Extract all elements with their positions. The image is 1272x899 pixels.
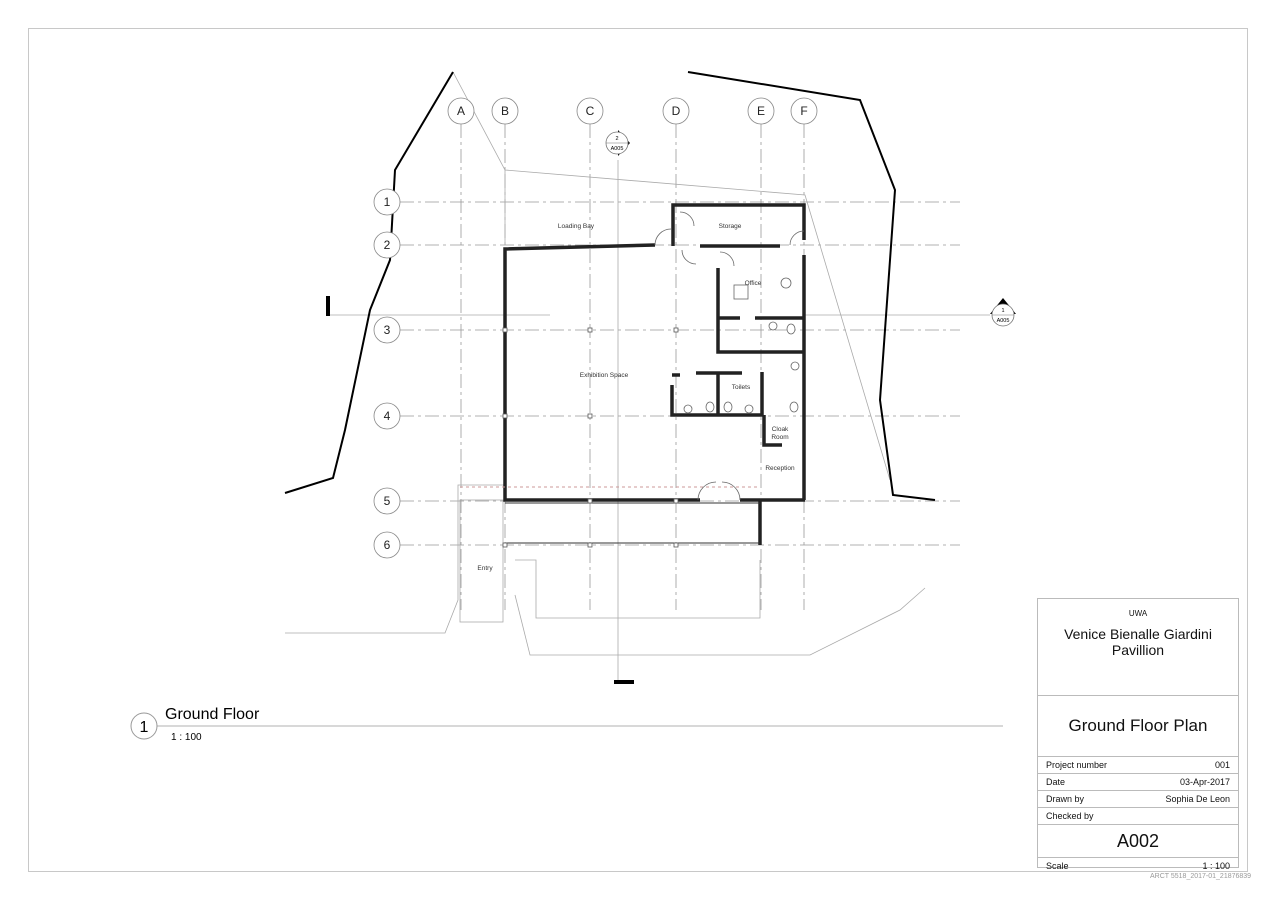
room-label-storage: Storage xyxy=(719,223,742,230)
grid-label-5: 5 xyxy=(384,494,391,508)
grid-label-6: 6 xyxy=(384,538,391,552)
room-label-reception: Reception xyxy=(765,465,795,472)
view-number: 1 xyxy=(140,719,149,736)
walls xyxy=(503,203,806,545)
room-label-loading-bay: Loading Bay xyxy=(558,223,595,230)
room-labels: Loading Bay Storage Office Exhibition Sp… xyxy=(477,223,795,572)
grid-label-B: B xyxy=(501,104,509,118)
grid-label-D: D xyxy=(672,104,681,118)
sheet-title: Ground Floor Plan xyxy=(1038,696,1238,757)
grid-label-3: 3 xyxy=(384,323,391,337)
drawing-sheet-border xyxy=(28,28,1248,872)
grid-label-4: 4 xyxy=(384,409,391,423)
section-marker-1[interactable]: 1 A005 xyxy=(990,298,1016,327)
doors xyxy=(654,211,805,501)
svg-text:1: 1 xyxy=(1001,308,1004,314)
project-name-line1: Venice Bienalle Giardini xyxy=(1064,626,1212,642)
sheet-number: A002 xyxy=(1038,825,1238,858)
room-label-office: Office xyxy=(745,280,762,287)
grid-label-A: A xyxy=(457,104,465,118)
svg-text:A005: A005 xyxy=(611,146,624,152)
room-label-toilets: Toilets xyxy=(732,384,751,391)
site-boundary xyxy=(284,71,936,501)
room-label-cloak: Cloak xyxy=(772,426,789,433)
svg-text:A005: A005 xyxy=(997,318,1010,324)
view-name: Ground Floor xyxy=(165,706,260,723)
grid-label-2: 2 xyxy=(384,238,391,252)
grid-bubbles xyxy=(373,97,818,559)
grid-label-1: 1 xyxy=(384,195,391,209)
project-name-line2: Pavillion xyxy=(1111,642,1165,658)
fixtures xyxy=(683,277,800,414)
org-name: UWA xyxy=(1128,609,1148,618)
room-label-entry: Entry xyxy=(477,565,493,572)
field-checked-by: Checked by xyxy=(1038,808,1238,825)
svg-text:2: 2 xyxy=(615,136,618,142)
view-scale: 1 : 100 xyxy=(171,732,202,743)
room-label-exhibition: Exhibition Space xyxy=(580,372,629,379)
view-title: 1 Ground Floor 1 : 100 xyxy=(130,706,1003,743)
columns xyxy=(502,327,679,548)
grid-lines xyxy=(400,124,960,610)
curtain-wall xyxy=(460,486,760,544)
footer-reference: ARCT 5518_2017-01_21876839 xyxy=(1150,873,1252,880)
site-lines xyxy=(285,71,990,680)
title-block: UWA Venice Bienalle Giardini Pavillion G… xyxy=(1037,598,1239,871)
grid-label-F: F xyxy=(800,104,807,118)
section-marker-2[interactable]: 2 A005 xyxy=(605,130,630,156)
grid-label-C: C xyxy=(586,104,595,118)
room-label-cloak-room: Room xyxy=(771,434,788,441)
grid-label-E: E xyxy=(757,104,765,118)
